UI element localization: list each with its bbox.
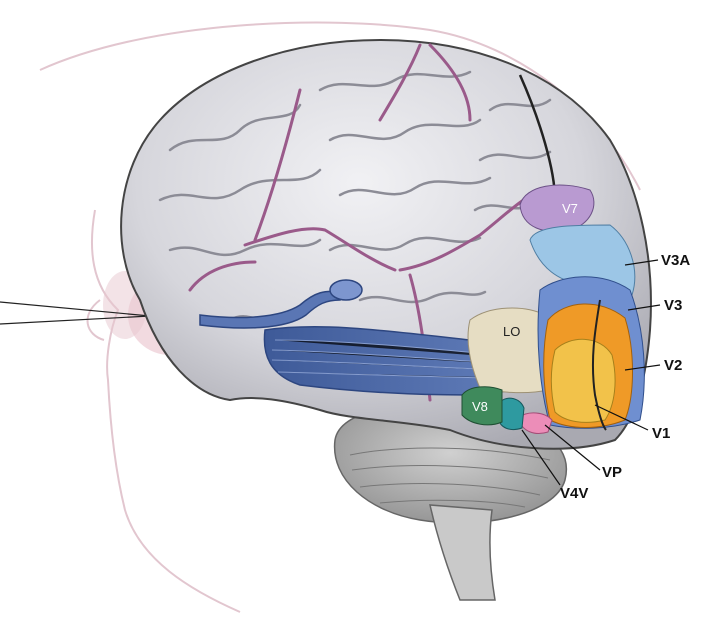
label-v7: V7 <box>562 201 578 216</box>
label-v3a: V3A <box>661 252 690 269</box>
label-v8: V8 <box>472 399 488 414</box>
brainstem <box>429 504 496 601</box>
label-v3: V3 <box>664 297 682 314</box>
area-v4v <box>497 397 525 431</box>
label-v2: V2 <box>664 357 682 374</box>
light-rays <box>0 301 151 325</box>
leader-lines <box>521 259 661 486</box>
area-v1 <box>550 338 616 423</box>
area-v8 <box>461 386 503 426</box>
label-v4v: V4V <box>560 485 588 502</box>
area-v7 <box>519 184 595 233</box>
label-vp: VP <box>602 464 622 481</box>
area-lo <box>467 307 549 394</box>
area-vp <box>517 412 553 434</box>
visual-areas <box>461 184 645 434</box>
label-lo: LO <box>503 324 520 339</box>
label-v1: V1 <box>652 425 670 442</box>
lateral-geniculate-icon <box>329 279 363 301</box>
calcarine-line <box>591 299 607 431</box>
